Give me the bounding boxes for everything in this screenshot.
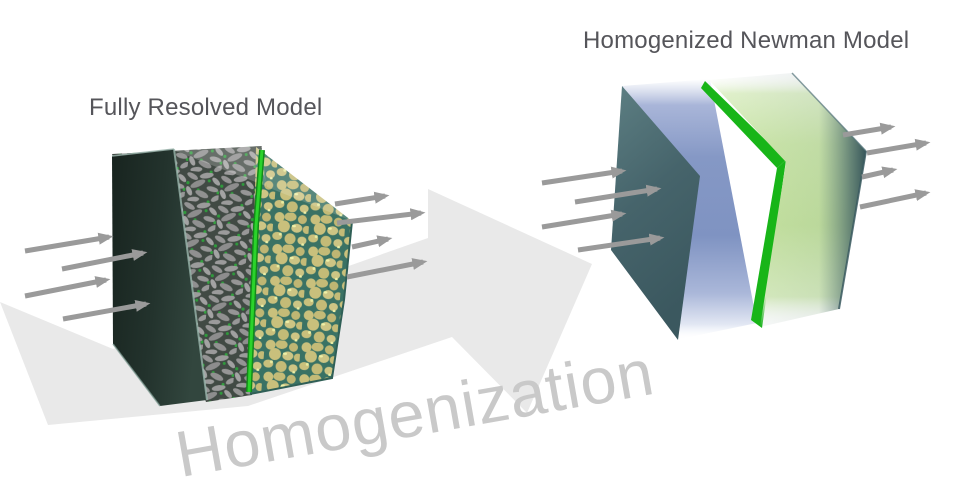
flow-arrow-out: [336, 208, 426, 226]
cathode-right-edge: [249, 220, 353, 395]
flow-arrow-in: [577, 233, 665, 253]
flow-arrow-out: [859, 189, 931, 210]
right-outflow-arrows: [842, 122, 931, 210]
collector-bottom-edge-highlight: [112, 343, 161, 407]
flow-arrow-out: [334, 191, 390, 207]
flow-arrow-in: [24, 232, 114, 254]
flow-arrow-in: [24, 276, 111, 299]
flow-arrow-out: [866, 138, 931, 156]
right-inflow-arrows: [541, 166, 665, 253]
fully-resolved-model: [111, 146, 353, 407]
separator-plane-top-edge: [701, 81, 786, 168]
flow-arrow-in: [61, 249, 148, 272]
left-outflow-arrows: [334, 191, 428, 280]
right-face-shading: [709, 73, 866, 327]
separator-plane-front-edge: [751, 160, 786, 328]
anode-top-face-highlight: [112, 146, 266, 186]
flow-arrow-in: [574, 184, 662, 205]
collector-top-edge-highlight: [111, 148, 175, 157]
left-model-title: Fully Resolved Model: [89, 94, 323, 121]
separator-line: [247, 149, 264, 393]
left-inflow-arrows: [24, 232, 151, 322]
right-model-title: Homogenized Newman Model: [583, 27, 910, 54]
flow-arrow-out: [861, 166, 898, 180]
flow-arrow-out: [842, 122, 896, 138]
cathode-top-face-highlight: [256, 147, 352, 221]
flow-arrow-in: [62, 299, 151, 322]
flow-arrow-in: [541, 166, 627, 186]
flow-arrow-out: [351, 235, 393, 250]
right-face-top-edge: [791, 72, 867, 152]
homogenized-newman-model: [611, 72, 867, 340]
right-face-outer-edge: [838, 150, 867, 310]
cathode-microstructure-face: [250, 147, 352, 394]
collector-front-edge-highlight: [173, 148, 208, 401]
flow-arrow-out: [346, 258, 428, 280]
current-collector-face: [112, 149, 207, 406]
flow-arrow-in: [541, 209, 627, 230]
left-collector-plane-teal: [611, 86, 700, 340]
